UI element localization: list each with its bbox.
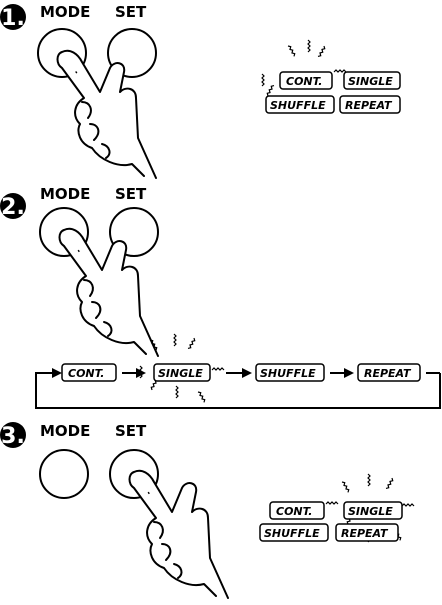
step-1-display: CONT. SINGLE SHUFFLE REPEAT (261, 39, 401, 114)
step-3-hand-icon (128, 469, 229, 599)
step-1-number-badge: 1. (0, 4, 26, 31)
step-1-mode-button[interactable] (37, 28, 87, 78)
step-3-set-button[interactable] (109, 449, 159, 499)
mode-cycle-sequence: CONT. SINGLE SHUFFLE REPEAT (35, 333, 441, 409)
step-3-number-badge: 3. (0, 422, 26, 449)
step-2-set-button[interactable] (109, 207, 159, 257)
step-3-shuffle-indicator: SHUFFLE (264, 527, 320, 540)
sequence-cont: CONT. (68, 367, 104, 380)
step-1-set-button[interactable] (107, 28, 157, 78)
step-3-mode-label: MODE (40, 422, 90, 440)
step-2-number: 2. (1, 195, 25, 220)
step-1-mode-label: MODE (40, 3, 90, 21)
step-1-repeat-indicator: REPEAT (345, 99, 393, 112)
step-1-number: 1. (1, 6, 25, 31)
step-2-mode-button[interactable] (39, 207, 89, 257)
step-2-mode-label: MODE (40, 185, 90, 203)
step-1-single-indicator: SINGLE (348, 75, 393, 88)
step-3-set-label: SET (115, 422, 147, 440)
sequence-repeat: REPEAT (364, 367, 412, 380)
step-3-single-indicator: SINGLE (348, 505, 393, 518)
step-1-cont-indicator: CONT. (286, 75, 322, 88)
step-1-set-label: SET (115, 3, 147, 21)
step-2-hand-icon (58, 227, 159, 357)
step-3-repeat-indicator: REPEAT (341, 527, 389, 540)
step-1: 1. MODE SET CONT. SINGLE SHUFFLE (0, 3, 401, 179)
step-3-number: 3. (1, 424, 25, 449)
step-2-number-badge: 2. (0, 193, 26, 220)
step-1-hand-icon (56, 49, 157, 179)
step-3-display: CONT. SINGLE SHUFFLE REPEAT (259, 473, 415, 543)
step-2: 2. MODE SET CONT. S (0, 185, 441, 409)
step-3-cont-indicator: CONT. (276, 505, 312, 518)
step-1-shuffle-indicator: SHUFFLE (270, 99, 326, 112)
step-2-set-label: SET (115, 185, 147, 203)
sequence-single: SINGLE (158, 367, 203, 380)
sequence-shuffle: SHUFFLE (260, 367, 316, 380)
step-3-mode-button[interactable] (39, 449, 89, 499)
step-3: 3. MODE SET CONT. SINGLE SHUFFLE (0, 422, 415, 599)
